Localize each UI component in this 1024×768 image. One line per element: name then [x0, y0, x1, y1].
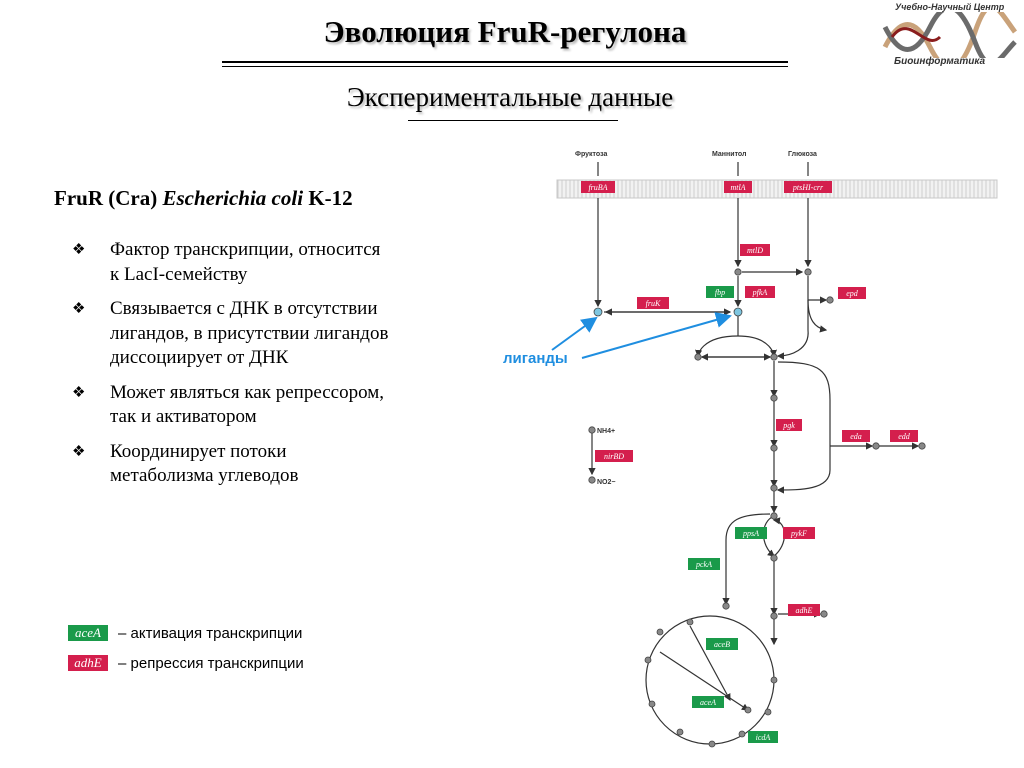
gene-nirBD: nirBD [604, 452, 624, 461]
bullet-text: Связывается с ДНК в отсутствии лигандов,… [110, 298, 389, 368]
gene-icdA: icdA [756, 733, 771, 742]
gene-epd: epd [846, 289, 859, 298]
gene-eda: eda [850, 432, 862, 441]
heading-prefix: FruR (Cra) [54, 186, 163, 210]
legend-repression-text: – репрессия транскрипции [118, 654, 304, 672]
mannitol-label: Маннитол [712, 151, 746, 158]
gene-pykF: pykF [790, 529, 807, 538]
gene-pckA: pckA [695, 560, 712, 569]
organism-heading: FruR (Cra) Escherichia coli K-12 [54, 186, 353, 211]
bullet-text: Фактор транскрипции, относится к LacI-се… [110, 239, 381, 285]
gene-fruK: fruK [646, 299, 661, 308]
bullet-item: ❖ Связывается с ДНК в отсутствии лигандов… [72, 297, 392, 371]
diamond-bullet-icon: ❖ [72, 384, 86, 401]
gene-ptsHI-crr: ptsHI-crr [792, 183, 824, 192]
no2-label: NO2− [597, 479, 615, 486]
bullet-item: ❖ Фактор транскрипции, относится к LacI-с… [72, 238, 392, 287]
title-rule-top [222, 61, 788, 63]
fructose-label: Фруктоза [575, 151, 607, 158]
legend-activation-text: – активация транскрипции [118, 624, 303, 642]
diamond-bullet-icon: ❖ [72, 242, 86, 258]
gene-fruBA: fruBA [588, 183, 607, 192]
page-subtitle: Экспериментальные данные [346, 82, 674, 112]
legend-repression-box: adhE [68, 655, 108, 672]
gene-mtlA: mtlA [730, 183, 745, 192]
title-rule-bottom [222, 66, 788, 67]
logo: Учебно-Научный Центр Биоинформатика [880, 2, 1020, 76]
gene-mtlD: mtlD [747, 246, 763, 255]
gene-pgk: pgk [782, 421, 795, 430]
gene-edd: edd [898, 432, 911, 441]
ligands-label: лиганды [503, 350, 568, 367]
gene-boxes: fruBA mtlA ptsHI-crr mtlD fruK pfkA epd … [581, 181, 918, 743]
diamond-bullet-icon: ❖ [72, 301, 86, 317]
nh4-label: NH4+ [597, 428, 615, 435]
logo-top-text: Учебно-Научный Центр [895, 2, 1005, 12]
bullet-item: ❖ Координирует потоки метаболизма углевод… [72, 440, 392, 489]
bullet-text: Координирует потоки метаболизма углеводо… [110, 440, 299, 487]
gene-aceA: aceA [700, 698, 716, 707]
bullet-item: ❖ Может являться как репрессором, так и а… [72, 381, 392, 430]
gene-aceB: aceB [714, 640, 730, 649]
diamond-bullet-icon: ❖ [72, 443, 86, 460]
ligand-arrow-1 [551, 316, 598, 351]
gene-adhE: adhE [796, 606, 813, 615]
ligand-arrow-2 [581, 312, 732, 359]
legend-activation: aceA – активация транскрипции [68, 624, 302, 642]
legend-repression: adhE – репрессия транскрипции [68, 654, 304, 672]
legend-activation-box: aceA [68, 625, 108, 642]
cell-membrane [556, 179, 998, 199]
glucose-label: Глюкоза [788, 151, 817, 158]
gene-ppsA: ppsA [742, 529, 759, 538]
logo-bottom-text: Биоинформатика [894, 56, 986, 67]
bullet-list: ❖ Фактор транскрипции, относится к LacI-с… [72, 238, 392, 499]
gene-pfkA: pfkA [752, 288, 768, 297]
dna-helix-icon [882, 12, 1018, 58]
heading-strain: K-12 [303, 186, 353, 210]
bullet-text: Может являться как репрессором, так и ак… [110, 381, 385, 428]
subtitle-rule [408, 120, 618, 121]
page-title: Эволюция FruR-регулона [323, 14, 687, 49]
gene-fbp: fbp [715, 288, 725, 297]
heading-organism: Escherichia coli [162, 186, 304, 210]
